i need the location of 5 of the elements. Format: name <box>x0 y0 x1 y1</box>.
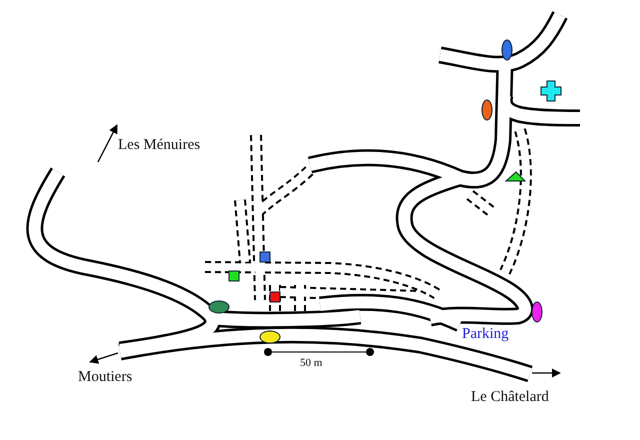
place-name: Les Ménuires <box>118 138 200 153</box>
place-name: Le Châtelard <box>471 390 549 405</box>
dimension-label: 50 m <box>300 358 322 369</box>
place-name: Moutiers <box>78 370 132 385</box>
place-name: Parking <box>462 327 509 342</box>
